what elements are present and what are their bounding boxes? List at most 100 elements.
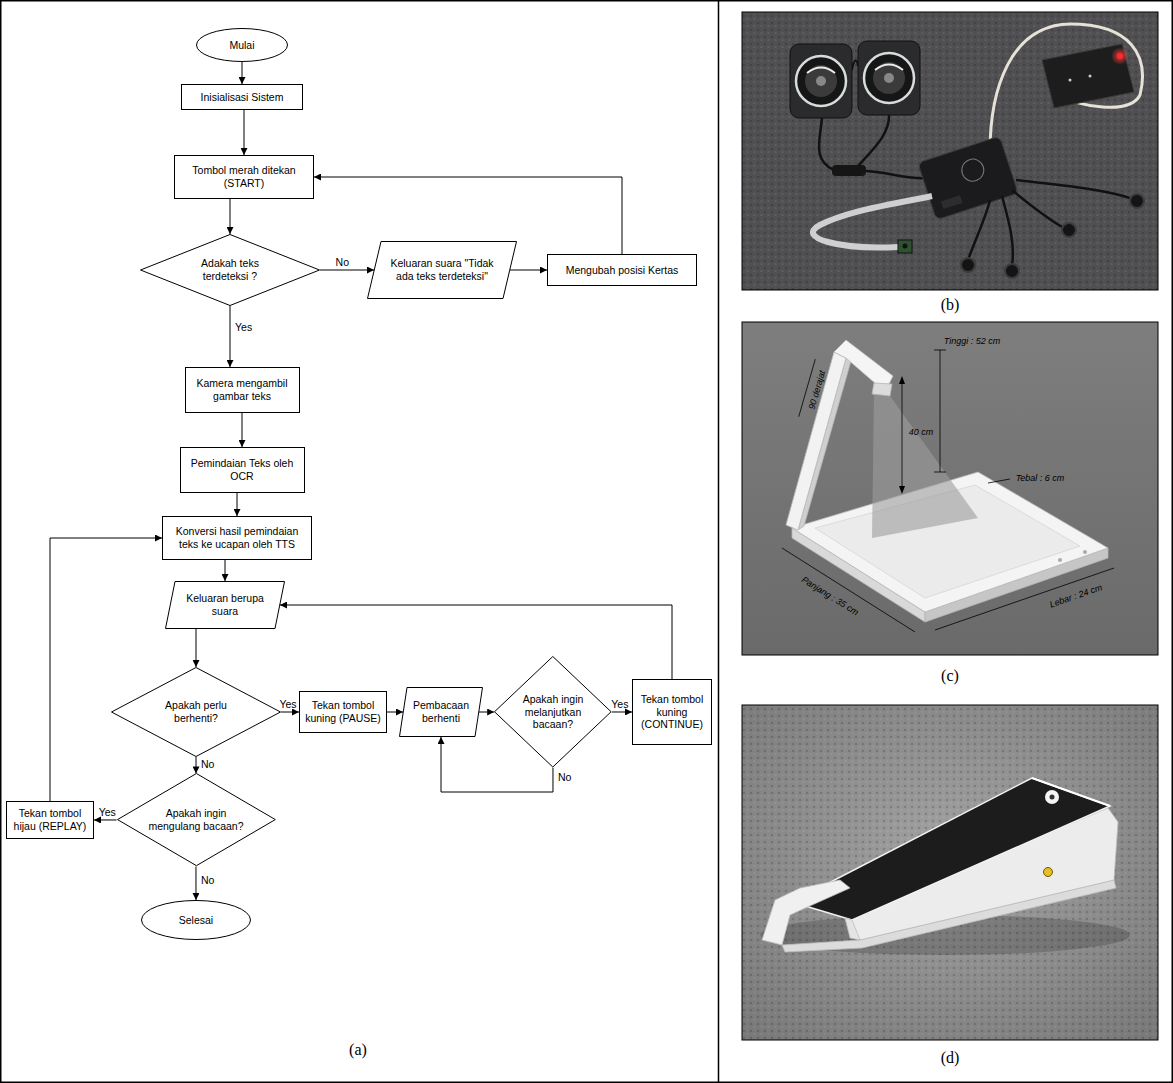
photo-hardware-part	[903, 244, 908, 249]
render-model-part	[935, 568, 1114, 630]
photo-hardware-part	[742, 12, 1158, 290]
edge-label: Yes	[611, 698, 628, 711]
photo-hardware-part	[1089, 75, 1092, 78]
decision-diamond: Apakah ingin mengulang bacaan?	[117, 773, 276, 866]
photo-device-part	[845, 918, 860, 940]
flow-arrow	[225, 560, 226, 581]
parallelogram-outline	[166, 582, 285, 629]
figure-frame-part	[718, 0, 720, 1083]
flow-arrow	[510, 270, 547, 271]
flow-arrow	[387, 712, 403, 713]
node-text-group: Apakah ingin melanjutkan bacaan?	[520, 693, 586, 731]
ellipse-outline	[142, 901, 251, 940]
photo-device-part	[762, 880, 850, 945]
render-model-part	[834, 340, 893, 390]
io-parallelogram: Keluaran berupa suara	[165, 581, 285, 629]
flow-arrow	[50, 538, 162, 801]
render-model-part	[798, 358, 851, 530]
process-box: Tombol merah ditekan (START)	[174, 155, 314, 199]
photo-hardware-part	[1042, 44, 1134, 108]
photo-hardware-part	[1016, 180, 1132, 199]
photo-hardware-part	[742, 12, 1158, 290]
photo-hardware-part	[898, 240, 912, 253]
node-text-group: Pemindaian Teks oleh OCR	[185, 457, 300, 482]
photo-hardware-part	[1111, 47, 1129, 65]
node-text: Inisialisasi Sistem	[186, 91, 298, 104]
node-text-group: Adakah teks terdeteksi ?	[185, 257, 275, 282]
decision-diamond: Apakah ingin melanjutkan bacaan?	[494, 656, 612, 768]
edge-label: No	[201, 874, 214, 887]
node-text-group: Konversi hasil pemindaian teks ke ucapan…	[167, 525, 307, 550]
photo-hardware-part-part	[941, 195, 962, 209]
edge-label: Yes	[99, 806, 116, 819]
node-text-group: Keluaran suara "Tidak ada teks terdeteks…	[385, 257, 499, 282]
node-text-group: Apakah ingin mengulang bacaan?	[146, 807, 246, 832]
render-model-part	[934, 472, 946, 473]
photo-hardware-part	[1002, 196, 1013, 266]
photo-hardware-part	[742, 12, 1158, 290]
node-text: Mengubah posisi Kertas	[552, 264, 692, 277]
edge-label: Yes	[235, 321, 252, 334]
node-text: Mulai	[204, 39, 280, 52]
node-text: Apakah perlu berhenti?	[151, 699, 241, 724]
photo-device-part	[742, 705, 1158, 1040]
flow-arrow	[196, 629, 197, 667]
render-model-part	[899, 486, 905, 494]
photo-device-part	[1050, 795, 1055, 800]
render-model-part	[786, 352, 846, 530]
process-box: Tekan tombol kuning (PAUSE)	[299, 691, 387, 733]
photo-hardware-part	[813, 196, 932, 247]
flow-arrow	[280, 605, 672, 679]
photo-hardware-part	[807, 68, 835, 74]
photo-hardware-part	[858, 41, 920, 115]
process-box: Kamera mengambil gambar teks	[185, 367, 300, 413]
photo-hardware-part	[884, 73, 894, 83]
process-box: Tekan tombol kuning (CONTINUE)	[632, 679, 712, 745]
flow-arrow	[479, 712, 494, 713]
flow-arrow	[230, 199, 231, 234]
photo-device-part	[1045, 790, 1059, 804]
process-box: Tekan tombol hijau (REPLAY)	[6, 801, 94, 839]
process-box: Inisialisasi Sistem	[181, 84, 303, 110]
photo-hardware-part	[918, 136, 1018, 220]
photo-hardware-part	[990, 24, 1142, 152]
node-text: Kamera mengambil gambar teks	[190, 377, 295, 402]
flow-arrow	[94, 819, 117, 820]
node-text-group: Tombol merah ditekan (START)	[179, 164, 309, 189]
flow-arrow	[242, 62, 243, 84]
parallelogram-outline	[400, 688, 483, 737]
parallelogram-outline	[368, 242, 517, 299]
edge-label: No	[558, 771, 571, 784]
render-model-part	[934, 350, 946, 351]
panel-label: (b)	[941, 296, 960, 314]
photo-hardware-part	[816, 76, 826, 86]
render-model-part	[940, 350, 941, 472]
decision-diamond: Apakah perlu berhenti?	[111, 667, 281, 757]
panel-label: (a)	[349, 1041, 367, 1059]
node-text-group: Inisialisasi Sistem	[186, 91, 298, 104]
node-text: Keluaran berupa suara	[179, 592, 271, 617]
process-box: Pemindaian Teks oleh OCR	[180, 447, 305, 493]
node-text: Tombol merah ditekan (START)	[179, 164, 309, 189]
photo-hardware	[742, 12, 1158, 290]
dimension-label: Tebal : 6 cm	[1016, 473, 1065, 483]
node-text: Tekan tombol kuning (PAUSE)	[304, 699, 382, 724]
node-text: Pembacaan berhenti	[411, 699, 471, 724]
flow-arrow	[230, 306, 231, 367]
photo-hardware-part	[805, 65, 837, 97]
diamond-outline	[141, 235, 320, 306]
photo-hardware-part	[858, 114, 889, 166]
render-model-part	[742, 322, 1158, 655]
panel-label: (d)	[941, 1049, 960, 1067]
node-text: Tekan tombol hijau (REPLAY)	[11, 807, 89, 832]
node-text: Apakah ingin melanjutkan bacaan?	[520, 693, 586, 731]
flow-arrow	[196, 757, 197, 773]
photo-hardware-part	[873, 62, 905, 94]
render-model-part	[1083, 550, 1087, 554]
node-text: Selesai	[149, 914, 243, 927]
diamond-outline	[495, 657, 612, 768]
node-text: Apakah ingin mengulang bacaan?	[146, 807, 246, 832]
node-text: Konversi hasil pemindaian teks ke ucapan…	[167, 525, 307, 550]
photo-hardware-part	[875, 65, 903, 71]
